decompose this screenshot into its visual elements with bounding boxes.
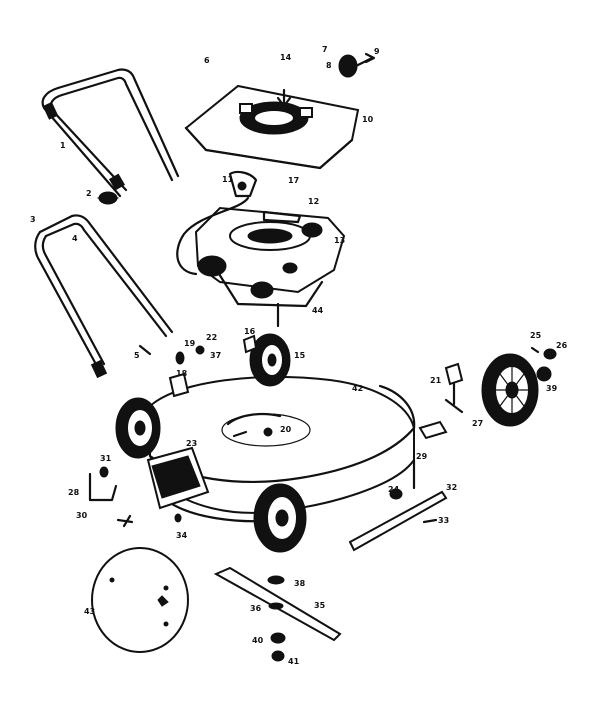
lower-handle [34,214,174,379]
height-adjuster-left [138,334,258,398]
callout-29: 29 [416,452,428,461]
callout-41: 41 [288,657,300,666]
callout-15: 15 [294,351,306,360]
callout-1: 1 [60,141,66,150]
cutting-blade [213,566,342,662]
grass-bag-adapter-disc [91,547,189,653]
callout-32: 32 [446,483,457,492]
callout-37: 37 [210,351,221,360]
callout-22: 22 [206,333,217,342]
callout-12: 12 [308,197,319,206]
callout-4: 4 [72,234,78,243]
front-left-wheel [115,397,161,459]
callout-38: 38 [294,579,306,588]
callout-24: 24 [388,485,400,494]
callout-44: 44 [312,306,324,315]
front-right-wheel [253,483,307,553]
callout-2: 2 [86,189,92,198]
callout-13: 13 [334,236,345,245]
callout-26: 26 [556,341,568,350]
callout-35: 35 [314,601,326,610]
callout-7: 7 [322,45,328,54]
rear-left-wheel [249,333,291,387]
callout-labels: 1 2 3 4 5 6 7 8 9 10 11 12 13 14 15 16 1… [30,45,568,666]
upper-handle [41,68,180,198]
callout-21: 21 [430,376,442,385]
callout-23: 23 [186,439,197,448]
callout-3: 3 [30,215,36,224]
engine-shroud [184,84,360,170]
callout-33: 33 [438,516,449,525]
bracket-left [88,466,182,528]
baffle-bar [348,488,448,552]
callout-16: 16 [244,327,256,336]
callout-19: 19 [184,339,196,348]
callout-31: 31 [100,454,112,463]
callout-43: 43 [84,607,95,616]
grass-deflector [146,446,210,510]
callout-36: 36 [250,604,262,613]
callout-39: 39 [546,384,558,393]
callout-20: 20 [280,425,292,434]
handle-knob [97,191,119,205]
callout-8: 8 [326,61,332,70]
callout-18: 18 [176,369,188,378]
callout-17: 17 [288,176,299,185]
engine-assembly [176,170,346,328]
callout-27: 27 [472,419,483,428]
rear-right-wheel [481,353,539,427]
callout-5: 5 [134,351,140,360]
callout-34: 34 [176,531,188,540]
callout-6: 6 [204,56,210,65]
callout-28: 28 [68,488,80,497]
callout-42: 42 [352,384,363,393]
callout-10: 10 [362,115,374,124]
callout-9: 9 [374,47,380,56]
spark-plug-cap [338,52,376,78]
height-adjuster-right [418,346,557,440]
callout-14: 14 [280,53,292,62]
callout-11: 11 [222,175,234,184]
callout-40: 40 [252,636,264,645]
callout-30: 30 [76,511,88,520]
callout-25: 25 [530,331,542,340]
